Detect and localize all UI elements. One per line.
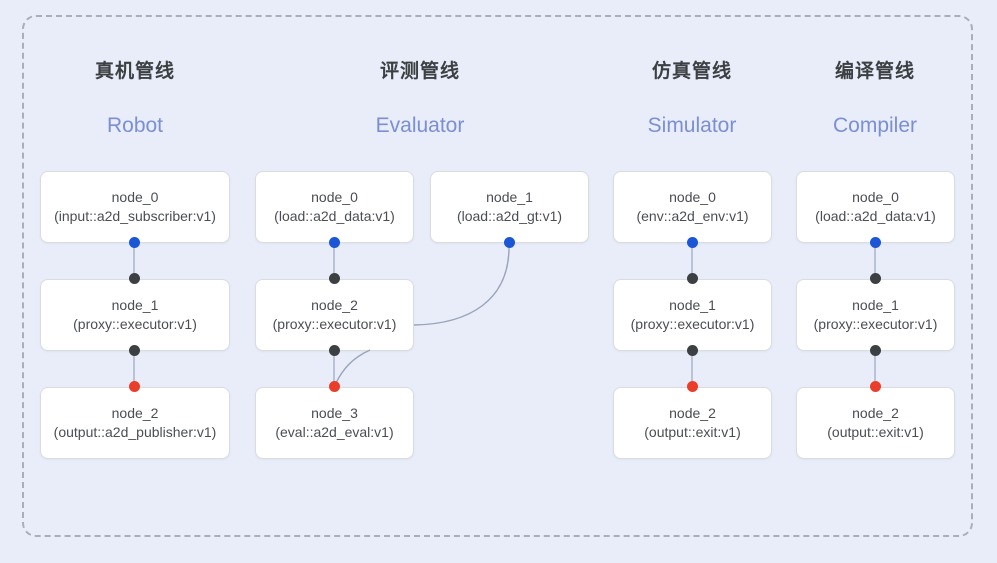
node-id: node_0 (669, 189, 716, 206)
node-id: node_1 (486, 189, 533, 206)
port-input-simulator-1[interactable] (687, 273, 698, 284)
node-type: (env::a2d_env:v1) (636, 208, 749, 224)
port-output-robot-0[interactable] (129, 237, 140, 248)
column-title-en-compiler: Compiler (832, 114, 918, 137)
node-evaluator-0[interactable]: node_0 (load::a2d_data:v1) (255, 171, 414, 243)
port-input-evaluator-2[interactable] (329, 273, 340, 284)
node-type: (output::a2d_publisher:v1) (53, 424, 217, 440)
port-input-simulator-2[interactable] (687, 381, 698, 392)
link-compiler-1-2 (874, 348, 876, 390)
node-type: (input::a2d_subscriber:v1) (54, 208, 216, 224)
port-output-compiler-1[interactable] (870, 345, 881, 356)
node-type: (proxy::executor:v1) (73, 316, 197, 332)
port-input-evaluator-3[interactable] (329, 381, 340, 392)
node-id: node_2 (852, 405, 899, 422)
node-id: node_2 (111, 405, 159, 422)
node-type: (proxy::executor:v1) (813, 316, 938, 332)
node-id: node_0 (311, 189, 358, 206)
node-evaluator-3[interactable]: node_3 (eval::a2d_eval:v1) (255, 387, 414, 459)
node-robot-0[interactable]: node_0 (input::a2d_subscriber:v1) (40, 171, 230, 243)
node-type: (output::exit:v1) (827, 424, 924, 440)
column-title-en-simulator: Simulator (647, 114, 737, 137)
column-header-simulator: 仿真管线 Simulator (613, 62, 771, 136)
port-input-robot-2[interactable] (129, 381, 140, 392)
dashed-frame-border (22, 15, 973, 537)
column-title-cn-compiler: 编译管线 (834, 61, 915, 82)
node-evaluator-gt[interactable]: node_1 (load::a2d_gt:v1) (430, 171, 589, 243)
column-header-robot: 真机管线 Robot (40, 62, 230, 136)
node-type: (eval::a2d_eval:v1) (275, 424, 394, 440)
column-header-evaluator: 评测管线 Evaluator (330, 62, 510, 136)
port-output-simulator-0[interactable] (687, 237, 698, 248)
column-title-cn-robot: 真机管线 (94, 61, 175, 82)
node-simulator-0[interactable]: node_0 (env::a2d_env:v1) (613, 171, 772, 243)
node-id: node_1 (669, 297, 716, 314)
port-input-compiler-1[interactable] (870, 273, 881, 284)
node-type: (load::a2d_data:v1) (815, 208, 936, 224)
node-type: (load::a2d_gt:v1) (456, 208, 563, 224)
node-robot-2[interactable]: node_2 (output::a2d_publisher:v1) (40, 387, 230, 459)
port-output-robot-1[interactable] (129, 345, 140, 356)
port-input-compiler-2[interactable] (870, 381, 881, 392)
column-title-cn-simulator: 仿真管线 (651, 61, 732, 82)
node-simulator-2[interactable]: node_2 (output::exit:v1) (613, 387, 772, 459)
node-type: (proxy::executor:v1) (272, 316, 397, 332)
link-evaluator-0-2 (333, 240, 335, 282)
node-type: (output::exit:v1) (644, 424, 741, 440)
node-type: (load::a2d_data:v1) (274, 208, 395, 224)
node-compiler-0[interactable]: node_0 (load::a2d_data:v1) (796, 171, 955, 243)
node-type: (proxy::executor:v1) (630, 316, 755, 332)
node-simulator-1[interactable]: node_1 (proxy::executor:v1) (613, 279, 772, 351)
port-output-evaluator-2[interactable] (329, 345, 340, 356)
link-compiler-0-1 (874, 240, 876, 282)
port-output-evaluator-0[interactable] (329, 237, 340, 248)
port-output-simulator-1[interactable] (687, 345, 698, 356)
link-robot-1-2 (133, 348, 135, 390)
node-id: node_1 (111, 297, 159, 314)
node-id: node_3 (311, 405, 358, 422)
link-simulator-1-2 (691, 348, 693, 390)
node-id: node_2 (669, 405, 716, 422)
link-evaluator-2-3 (333, 348, 335, 390)
column-title-en-robot: Robot (106, 114, 164, 137)
node-id: node_1 (852, 297, 899, 314)
column-header-compiler: 编译管线 Compiler (796, 62, 954, 136)
port-input-robot-1[interactable] (129, 273, 140, 284)
node-id: node_2 (311, 297, 358, 314)
port-output-compiler-0[interactable] (870, 237, 881, 248)
node-id: node_0 (111, 189, 159, 206)
node-id: node_0 (852, 189, 899, 206)
column-title-en-evaluator: Evaluator (375, 114, 465, 137)
node-compiler-2[interactable]: node_2 (output::exit:v1) (796, 387, 955, 459)
link-robot-0-1 (133, 240, 135, 282)
node-robot-1[interactable]: node_1 (proxy::executor:v1) (40, 279, 230, 351)
node-evaluator-2[interactable]: node_2 (proxy::executor:v1) (255, 279, 414, 351)
column-title-cn-evaluator: 评测管线 (379, 61, 460, 82)
link-simulator-0-1 (691, 240, 693, 282)
port-output-evaluator-gt[interactable] (504, 237, 515, 248)
node-compiler-1[interactable]: node_1 (proxy::executor:v1) (796, 279, 955, 351)
